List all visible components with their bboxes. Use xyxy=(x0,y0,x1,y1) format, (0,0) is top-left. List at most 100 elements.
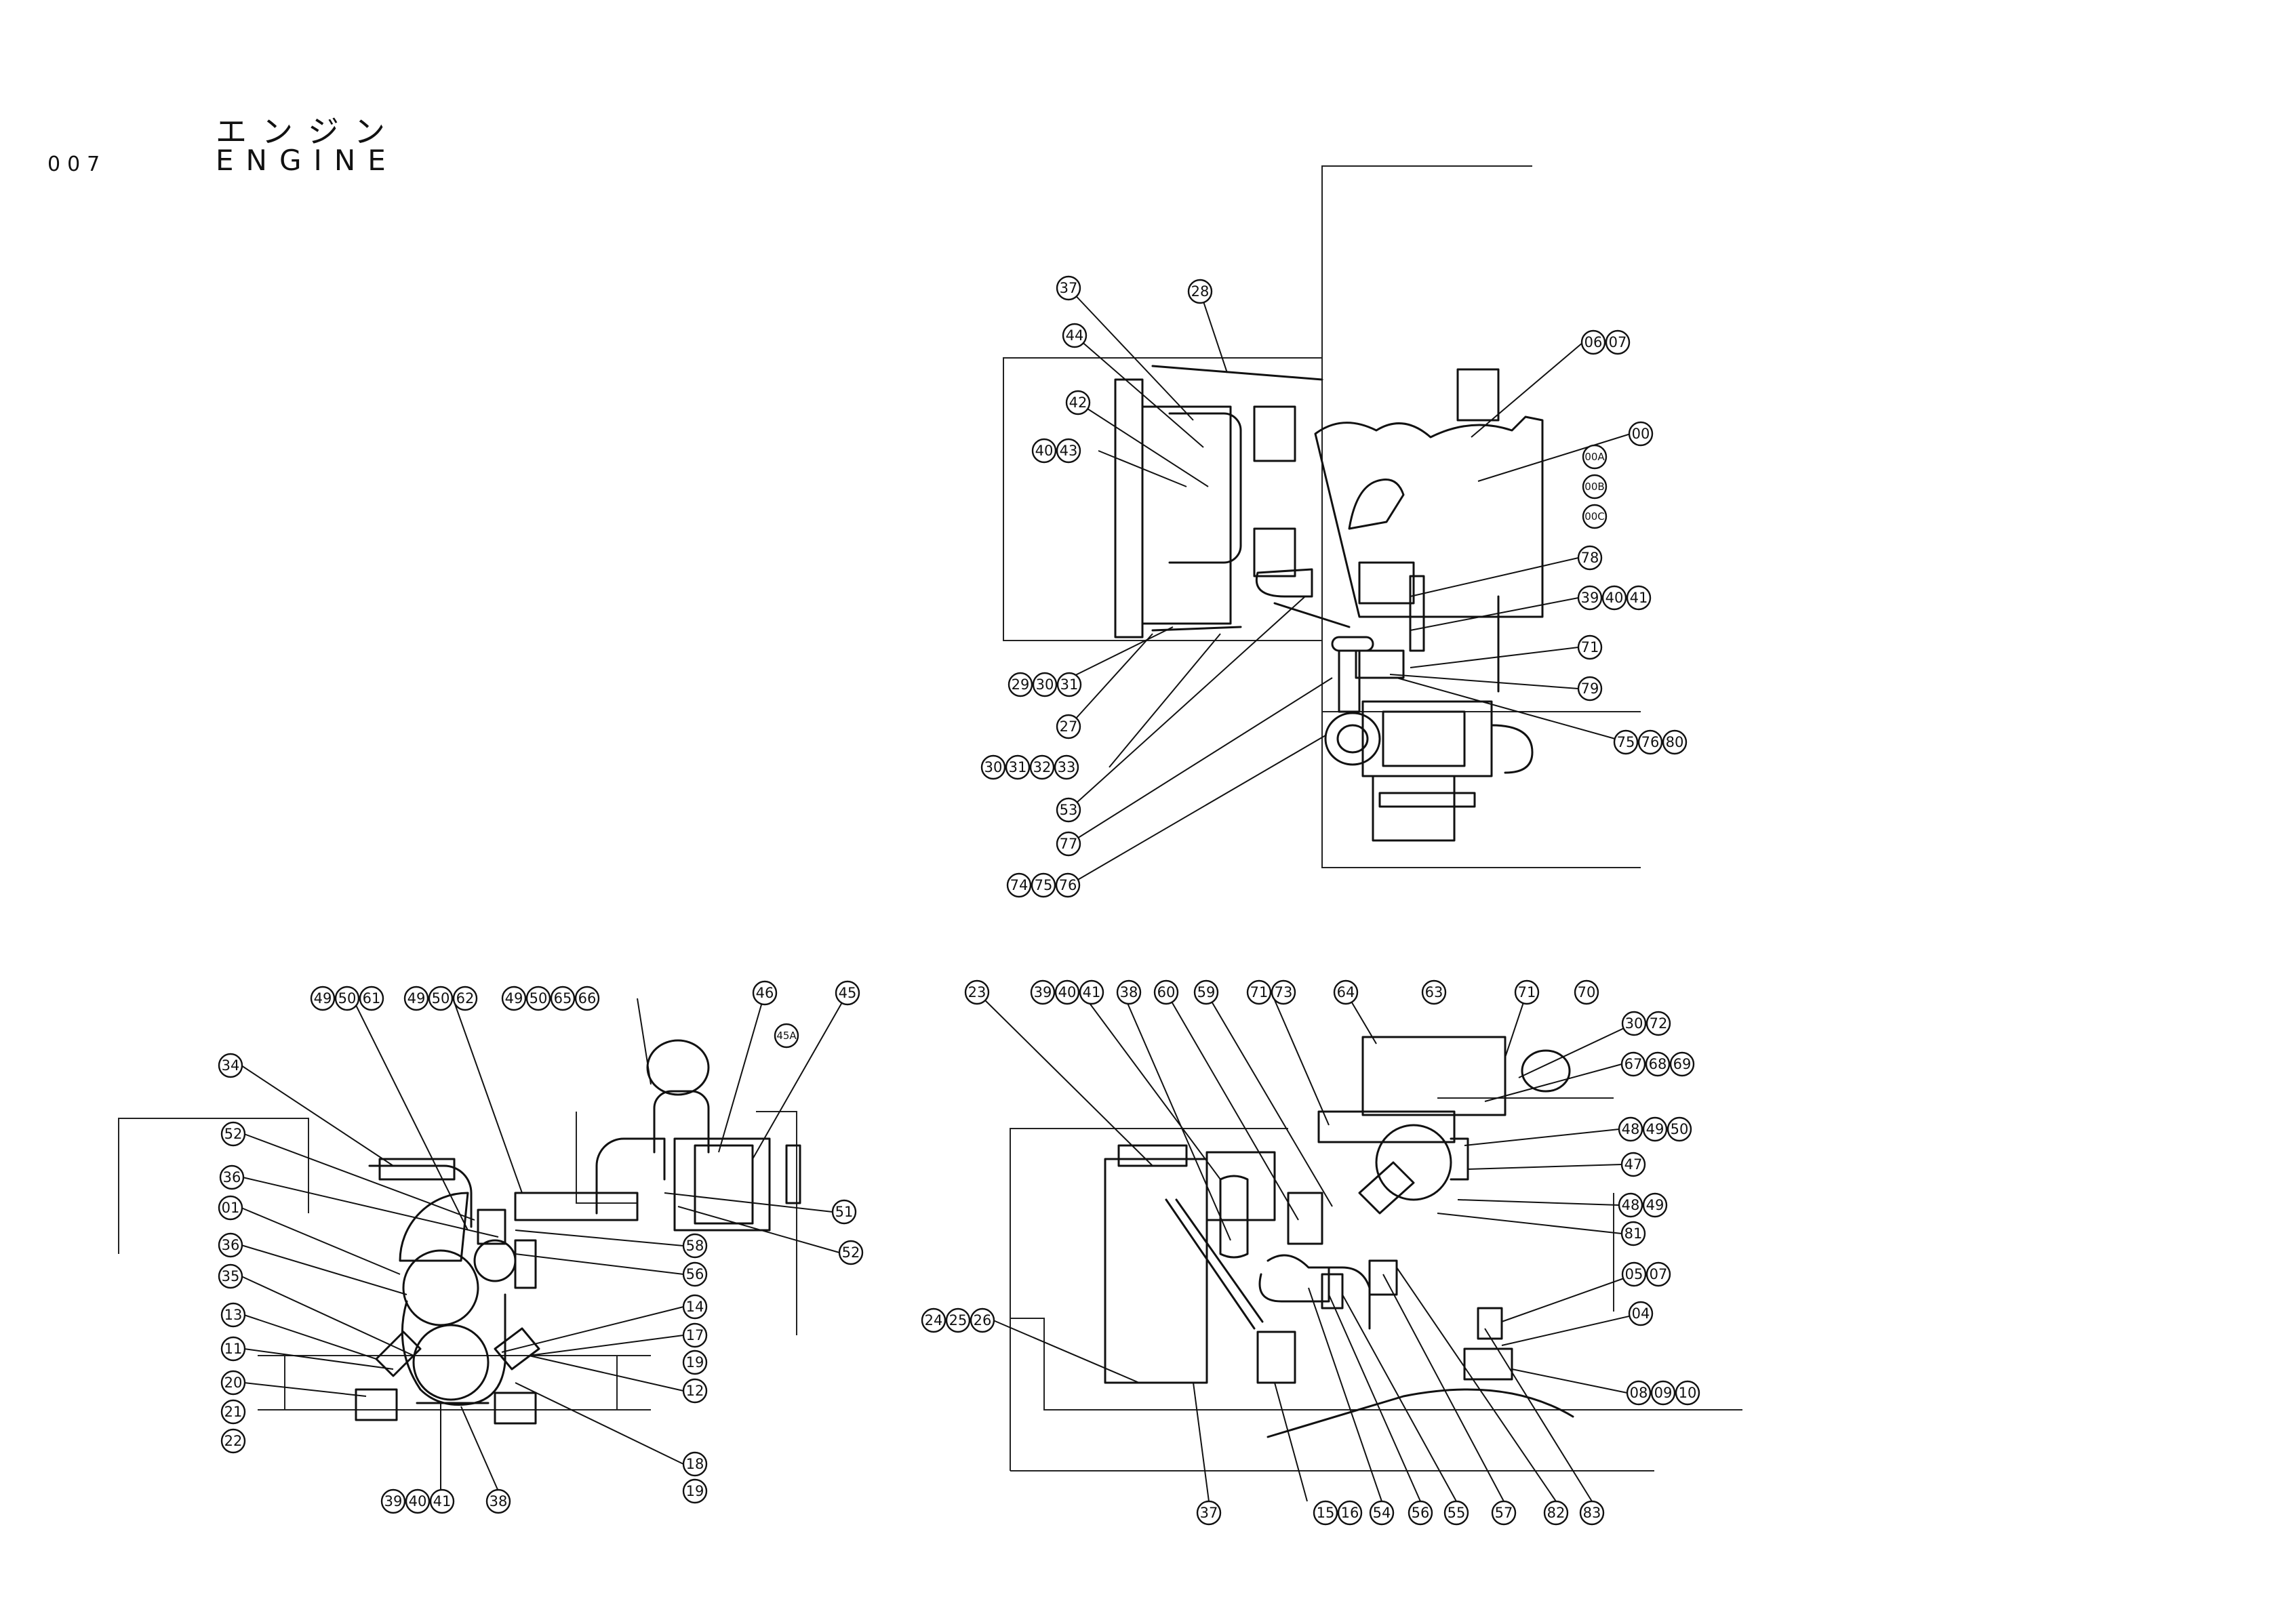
callout-42: 42 xyxy=(1065,390,1091,415)
svg-text:40: 40 xyxy=(1035,443,1054,459)
svg-text:14: 14 xyxy=(686,1299,704,1315)
callout-39-top: 39 xyxy=(1577,585,1603,611)
svg-text:51: 51 xyxy=(835,1204,854,1220)
svg-text:81: 81 xyxy=(1624,1225,1643,1242)
svg-text:33: 33 xyxy=(1058,759,1076,775)
svg-text:44: 44 xyxy=(1066,327,1084,344)
svg-text:27: 27 xyxy=(1060,718,1078,735)
svg-text:39: 39 xyxy=(384,1493,403,1509)
callout-69: 69 xyxy=(1669,1051,1695,1077)
callout-62: 62 xyxy=(452,986,478,1011)
callout-49-b: 49 xyxy=(403,986,429,1011)
svg-text:49: 49 xyxy=(1646,1197,1664,1213)
callout-49-right-a: 49 xyxy=(1642,1116,1668,1142)
callout-50-a: 50 xyxy=(334,986,360,1011)
callout-71-top: 71 xyxy=(1577,634,1603,660)
svg-text:78: 78 xyxy=(1581,550,1599,566)
svg-text:82: 82 xyxy=(1547,1505,1565,1521)
svg-text:30: 30 xyxy=(1625,1015,1643,1032)
svg-text:21: 21 xyxy=(224,1404,243,1420)
callout-63: 63 xyxy=(1421,979,1447,1005)
callout-40-left: 40 xyxy=(405,1488,431,1514)
callout-20: 20 xyxy=(220,1370,246,1396)
svg-text:00B: 00B xyxy=(1584,481,1604,493)
callout-04: 04 xyxy=(1628,1301,1654,1326)
svg-text:39: 39 xyxy=(1581,590,1599,606)
callout-05: 05 xyxy=(1621,1261,1647,1287)
callout-11: 11 xyxy=(220,1336,246,1362)
svg-text:30: 30 xyxy=(984,759,1003,775)
svg-text:57: 57 xyxy=(1495,1505,1513,1521)
callout-25: 25 xyxy=(945,1307,971,1333)
svg-text:75: 75 xyxy=(1617,734,1635,750)
callout-00B: 00B xyxy=(1582,474,1608,500)
callout-49-c: 49 xyxy=(501,986,527,1011)
svg-text:00C: 00C xyxy=(1584,510,1605,523)
callout-10: 10 xyxy=(1675,1380,1700,1406)
svg-text:41: 41 xyxy=(1630,590,1648,606)
callout-23: 23 xyxy=(964,979,990,1005)
callout-00A: 00A xyxy=(1582,444,1608,470)
svg-text:77: 77 xyxy=(1060,836,1078,852)
svg-text:11: 11 xyxy=(224,1341,243,1357)
svg-text:42: 42 xyxy=(1069,394,1088,411)
svg-text:40: 40 xyxy=(1605,590,1624,606)
callout-74: 74 xyxy=(1006,872,1032,898)
callout-81: 81 xyxy=(1620,1221,1646,1246)
callout-40-top: 40 xyxy=(1031,438,1057,464)
svg-text:05: 05 xyxy=(1625,1266,1643,1282)
callout-55: 55 xyxy=(1443,1500,1469,1526)
right-view-drawing xyxy=(1010,1036,1742,1471)
svg-text:38: 38 xyxy=(1120,984,1138,1000)
callout-12: 12 xyxy=(682,1378,708,1404)
left-view-callouts: 49 50 61 49 50 62 49 50 65 66 46 45A 45 … xyxy=(218,980,864,1514)
callout-71-right-b: 71 xyxy=(1514,979,1540,1005)
svg-text:01: 01 xyxy=(222,1200,240,1216)
callout-56-right: 56 xyxy=(1408,1500,1433,1526)
svg-text:80: 80 xyxy=(1666,734,1684,750)
svg-text:70: 70 xyxy=(1578,984,1596,1000)
callout-22: 22 xyxy=(220,1428,246,1454)
callout-61: 61 xyxy=(359,986,384,1011)
callout-68: 68 xyxy=(1645,1051,1671,1077)
svg-text:00A: 00A xyxy=(1584,451,1605,463)
left-view-drawing xyxy=(118,1039,801,1425)
callout-52-b: 52 xyxy=(838,1240,864,1265)
callout-49-right-b: 49 xyxy=(1642,1192,1668,1218)
title-english: ENGINE xyxy=(216,144,398,177)
callout-78: 78 xyxy=(1577,545,1603,571)
svg-text:45A: 45A xyxy=(776,1030,797,1042)
svg-text:19: 19 xyxy=(686,1483,704,1499)
svg-text:69: 69 xyxy=(1673,1056,1692,1072)
callout-82: 82 xyxy=(1543,1500,1569,1526)
svg-text:07: 07 xyxy=(1609,334,1627,350)
svg-text:61: 61 xyxy=(363,990,381,1007)
svg-text:06: 06 xyxy=(1584,334,1603,350)
svg-text:71: 71 xyxy=(1518,984,1536,1000)
callout-15: 15 xyxy=(1313,1500,1338,1526)
callout-48-b: 48 xyxy=(1618,1192,1643,1218)
callout-80: 80 xyxy=(1662,729,1688,755)
callout-01: 01 xyxy=(218,1195,243,1221)
callout-32: 32 xyxy=(1029,754,1055,780)
callout-53: 53 xyxy=(1056,797,1081,823)
svg-text:68: 68 xyxy=(1649,1056,1667,1072)
callout-36-b: 36 xyxy=(218,1232,243,1258)
callout-07-top: 07 xyxy=(1605,329,1631,355)
svg-text:31: 31 xyxy=(1009,759,1027,775)
svg-text:55: 55 xyxy=(1448,1505,1466,1521)
callout-73: 73 xyxy=(1271,979,1296,1005)
callout-24: 24 xyxy=(921,1307,946,1333)
svg-text:38: 38 xyxy=(490,1493,508,1509)
callout-51: 51 xyxy=(831,1199,857,1225)
callout-47: 47 xyxy=(1620,1152,1646,1177)
callout-54: 54 xyxy=(1369,1500,1395,1526)
callout-08: 08 xyxy=(1626,1380,1652,1406)
callout-30-top-b: 30 xyxy=(980,754,1006,780)
svg-text:19: 19 xyxy=(686,1354,704,1371)
callout-60: 60 xyxy=(1153,979,1179,1005)
callout-79: 79 xyxy=(1577,676,1603,702)
svg-text:17: 17 xyxy=(686,1327,704,1343)
callout-31-top: 31 xyxy=(1056,672,1082,697)
svg-text:56: 56 xyxy=(686,1266,704,1282)
